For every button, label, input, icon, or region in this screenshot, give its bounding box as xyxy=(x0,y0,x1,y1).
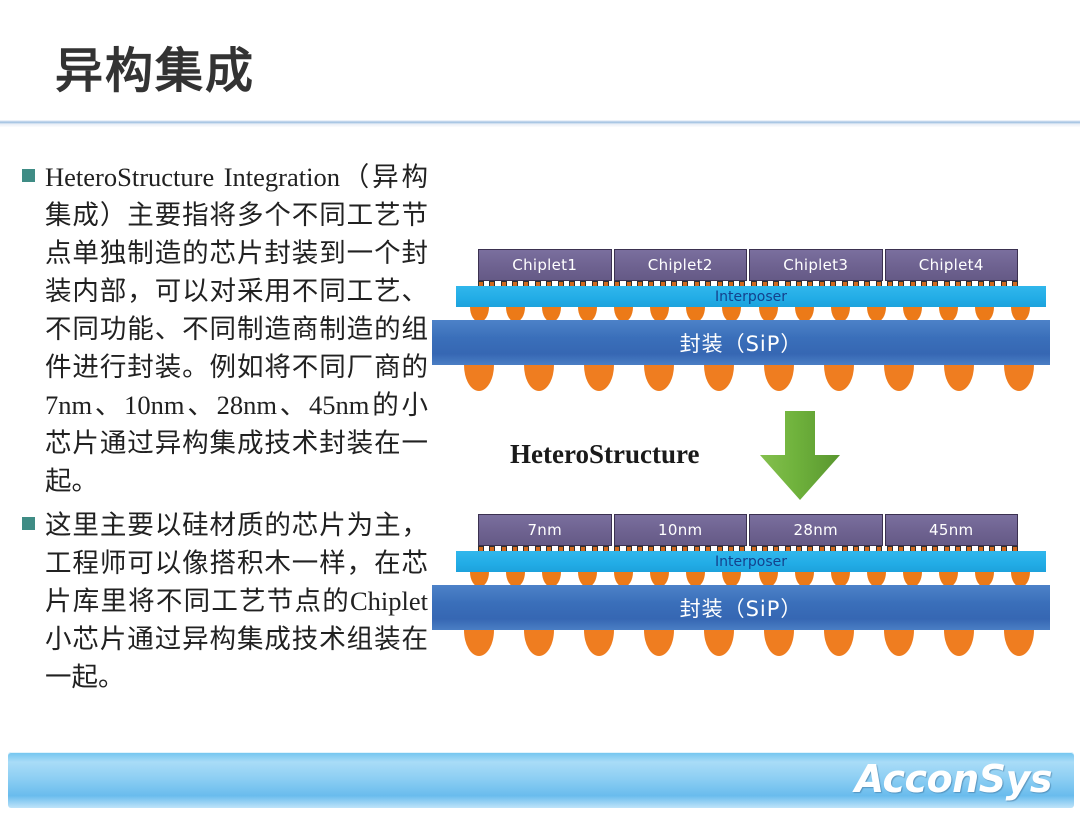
c4-bump xyxy=(542,572,562,587)
bullet-item-1: HeteroStructure Integration（异构集成）主要指将多个不… xyxy=(18,158,428,500)
c4-bump xyxy=(686,572,706,587)
bga-ball xyxy=(524,365,554,391)
bga-ball xyxy=(824,630,854,656)
bga-ball xyxy=(704,630,734,656)
bga-ball xyxy=(944,365,974,391)
footer-bar: AcconSys xyxy=(8,752,1074,808)
c4-bump xyxy=(902,307,922,322)
c4-bump xyxy=(722,572,742,587)
bga-ball xyxy=(944,630,974,656)
c4-bump xyxy=(722,307,742,322)
c4-bump xyxy=(794,572,814,587)
c4-bump xyxy=(938,307,958,322)
top-sip-package: 封装（SiP） xyxy=(432,320,1050,365)
title-divider-shadow xyxy=(0,124,1080,127)
c4-bump xyxy=(614,307,634,322)
c4-bump xyxy=(650,572,670,587)
bottom-c4-bump-row xyxy=(470,572,1030,587)
c4-bump xyxy=(506,572,526,587)
top-chiplet-row: Chiplet1 Chiplet2 Chiplet3 Chiplet4 xyxy=(478,249,1018,281)
bga-ball xyxy=(1004,365,1034,391)
bottom-chiplet-row: 7nm 10nm 28nm 45nm xyxy=(478,514,1018,546)
body-text-column: HeteroStructure Integration（异构集成）主要指将多个不… xyxy=(18,158,428,702)
square-bullet-icon xyxy=(22,517,35,530)
bga-ball xyxy=(464,630,494,656)
c4-bump xyxy=(1010,307,1030,322)
chiplet-block: Chiplet3 xyxy=(749,249,883,281)
chiplet-block: 28nm xyxy=(749,514,883,546)
c4-bump xyxy=(686,307,706,322)
bga-ball xyxy=(884,365,914,391)
transition-group: HeteroStructure xyxy=(430,407,1060,507)
bullet-item-2: 这里主要以硅材质的芯片为主，工程师可以像搭积木一样，在芯片库里将不同工艺节点的C… xyxy=(18,506,428,696)
bga-ball xyxy=(644,365,674,391)
bga-ball xyxy=(764,365,794,391)
c4-bump xyxy=(758,307,778,322)
c4-bump xyxy=(902,572,922,587)
c4-bump xyxy=(866,307,886,322)
c4-bump xyxy=(938,572,958,587)
c4-bump xyxy=(830,572,850,587)
c4-bump xyxy=(470,572,489,587)
c4-bump xyxy=(650,307,670,322)
bga-ball xyxy=(524,630,554,656)
c4-bump xyxy=(470,307,489,322)
bga-ball xyxy=(764,630,794,656)
bga-ball xyxy=(464,365,494,391)
chiplet-block: 10nm xyxy=(613,514,747,546)
top-interposer: Interposer xyxy=(456,286,1046,307)
heterostructure-diagram: Chiplet1 Chiplet2 Chiplet3 Chiplet4 Inte… xyxy=(430,235,1060,685)
square-bullet-icon xyxy=(22,169,35,182)
bullet-item-1-text: HeteroStructure Integration（异构集成）主要指将多个不… xyxy=(45,162,428,496)
c4-bump xyxy=(794,307,814,322)
bottom-interposer: Interposer xyxy=(456,551,1046,572)
top-bga-ball-row xyxy=(464,365,1034,391)
c4-bump xyxy=(830,307,850,322)
chiplet-block: 7nm xyxy=(478,514,612,546)
c4-bump xyxy=(1010,572,1030,587)
bullet-item-2-text: 这里主要以硅材质的芯片为主，工程师可以像搭积木一样，在芯片库里将不同工艺节点的C… xyxy=(45,510,428,692)
heterostructure-label: HeteroStructure xyxy=(510,439,700,469)
bga-ball xyxy=(584,630,614,656)
page-title: 异构集成 xyxy=(55,43,256,99)
bga-ball xyxy=(644,630,674,656)
c4-bump xyxy=(974,572,994,587)
title-divider xyxy=(0,120,1080,124)
c4-bump xyxy=(974,307,994,322)
c4-bump xyxy=(866,572,886,587)
acconsys-logo: AcconSys xyxy=(854,757,1053,802)
top-c4-bump-row xyxy=(470,307,1030,322)
c4-bump xyxy=(578,572,598,587)
bga-ball xyxy=(884,630,914,656)
down-arrow-icon xyxy=(760,411,840,500)
c4-bump xyxy=(506,307,526,322)
c4-bump xyxy=(578,307,598,322)
bottom-bga-ball-row xyxy=(464,630,1034,656)
bga-ball xyxy=(704,365,734,391)
bga-ball xyxy=(824,365,854,391)
bottom-sip-package: 封装（SiP） xyxy=(432,585,1050,630)
chiplet-block: Chiplet1 xyxy=(478,249,612,281)
chiplet-block: Chiplet2 xyxy=(613,249,747,281)
bga-ball xyxy=(584,365,614,391)
c4-bump xyxy=(758,572,778,587)
chiplet-block: Chiplet4 xyxy=(884,249,1018,281)
c4-bump xyxy=(614,572,634,587)
bga-ball xyxy=(1004,630,1034,656)
chiplet-block: 45nm xyxy=(884,514,1018,546)
c4-bump xyxy=(542,307,562,322)
